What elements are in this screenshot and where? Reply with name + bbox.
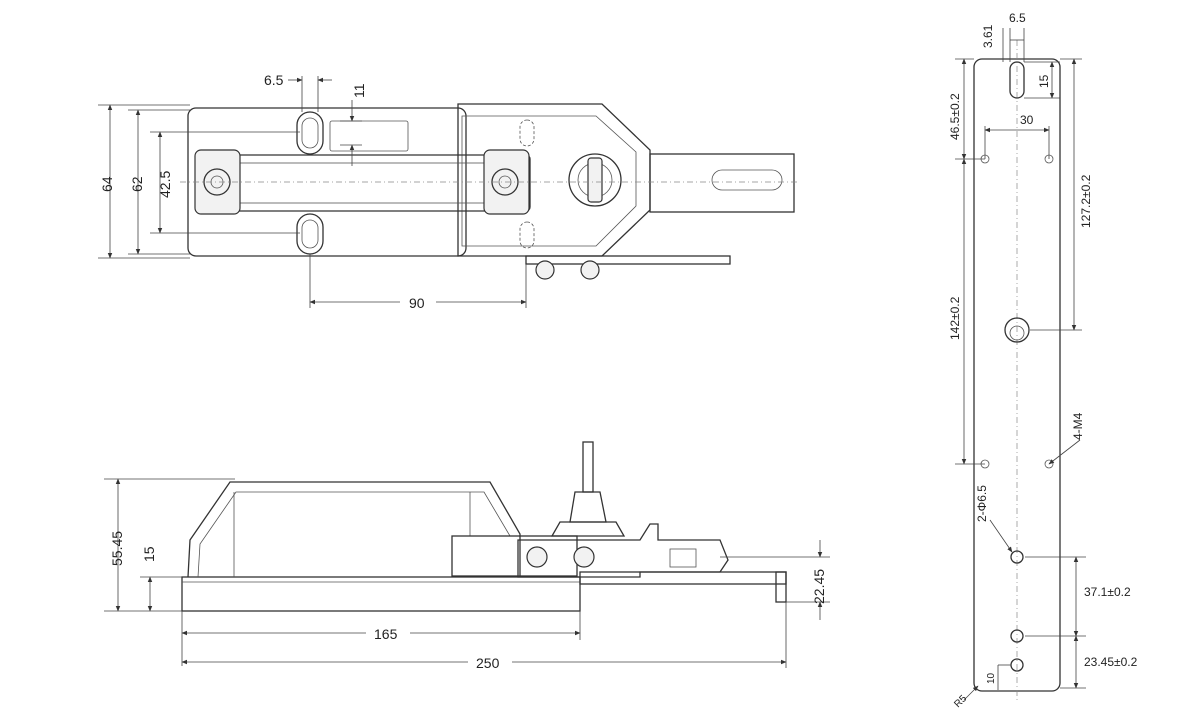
dim-label-top-to-center: 127.2±0.2 (1079, 174, 1093, 228)
side-view: 55.45 15 165 250 22.45 (104, 441, 830, 673)
label-corner-radius: R5 (952, 693, 969, 710)
dim-label-overall-height: 64 (99, 176, 115, 192)
lock-bolt (649, 153, 795, 213)
side-key-stem (582, 441, 594, 493)
plate-view: 6.5 3.61 15 46.5±0.2 30 127.2±0.2 142±0.… (948, 11, 1138, 710)
plate-hole-6-5-b (1010, 629, 1024, 643)
dim-label-hole-pair-spacing: 30 (1020, 113, 1034, 127)
plate-center-boss-inner (1009, 325, 1025, 341)
leader-line (963, 685, 979, 701)
side-screw-2 (573, 546, 595, 568)
key-slot (587, 157, 603, 203)
top-slot-upper-inner (301, 117, 319, 149)
dim-label-side-height: 55.45 (109, 531, 125, 566)
dim-label-bottom-edge: 10 (986, 672, 997, 684)
latch-screw-2 (580, 260, 600, 280)
dim-label-slot-width: 6.5 (264, 72, 284, 88)
side-handle (187, 481, 521, 578)
side-lock-body (451, 535, 578, 577)
dim-label-base-height: 15 (141, 546, 157, 562)
dim-label-bottom-spacing: 23.45±0.2 (1084, 655, 1138, 669)
top-view: 6.5 11 64 62 42.5 90 (98, 72, 800, 312)
dim-label-hole-distance: 90 (409, 295, 425, 311)
dim-label-plate-slot-length: 15 (1037, 74, 1051, 88)
dim-label-top-to-holes: 46.5±0.2 (948, 93, 962, 140)
top-slot-upper (296, 111, 324, 155)
leader-line (989, 519, 1013, 553)
dim-label-height-62: 62 (129, 176, 145, 192)
dim-label-bg (366, 624, 410, 644)
handle-bar-inner (235, 162, 487, 204)
side-base (181, 576, 581, 612)
side-bar-end (775, 571, 787, 603)
side-latch (517, 523, 729, 578)
dim-label-plate-slot-width: 6.5 (1009, 11, 1026, 25)
label-thread-spec: 4-M4 (1071, 412, 1085, 440)
side-key-base (550, 521, 626, 537)
label-hole-spec: 2-Φ6.5 (975, 485, 989, 522)
plate-hole-6-5-a (1010, 550, 1024, 564)
side-key-head (569, 491, 607, 523)
dim-label-base-length: 165 (374, 626, 398, 642)
leader-line (1048, 439, 1081, 465)
side-bar (579, 571, 787, 585)
bolt-slot (711, 169, 783, 191)
dim-label-hole-span: 142±0.2 (948, 296, 962, 340)
plate-center-boss (1004, 317, 1030, 343)
top-slot-lower-inner (301, 219, 319, 249)
latch-plate (525, 255, 731, 265)
dim-label-bg (468, 653, 512, 673)
key-lock (568, 153, 622, 207)
dim-label-bg (400, 292, 436, 312)
dim-label-hole-spacing: 42.5 (157, 171, 173, 198)
hidden-oval-lower (519, 221, 535, 249)
plate-slot (1009, 61, 1025, 99)
hidden-oval-upper (519, 119, 535, 147)
side-latch-window (669, 548, 697, 568)
dim-label-slot-height: 11 (351, 83, 367, 98)
latch-screw-1 (535, 260, 555, 280)
side-screw-1 (526, 546, 548, 568)
dim-label-lower-spacing: 37.1±0.2 (1084, 585, 1131, 599)
pivot-screw-left (203, 168, 231, 196)
side-handle-inner (197, 491, 511, 578)
lock-housing-inner (461, 115, 637, 247)
dim-label-bar-height: 22.45 (811, 569, 827, 604)
dim-label-overall-length: 250 (476, 655, 500, 671)
top-recess (329, 120, 409, 152)
dim-label-plate-slot-offset: 3.61 (981, 24, 995, 48)
